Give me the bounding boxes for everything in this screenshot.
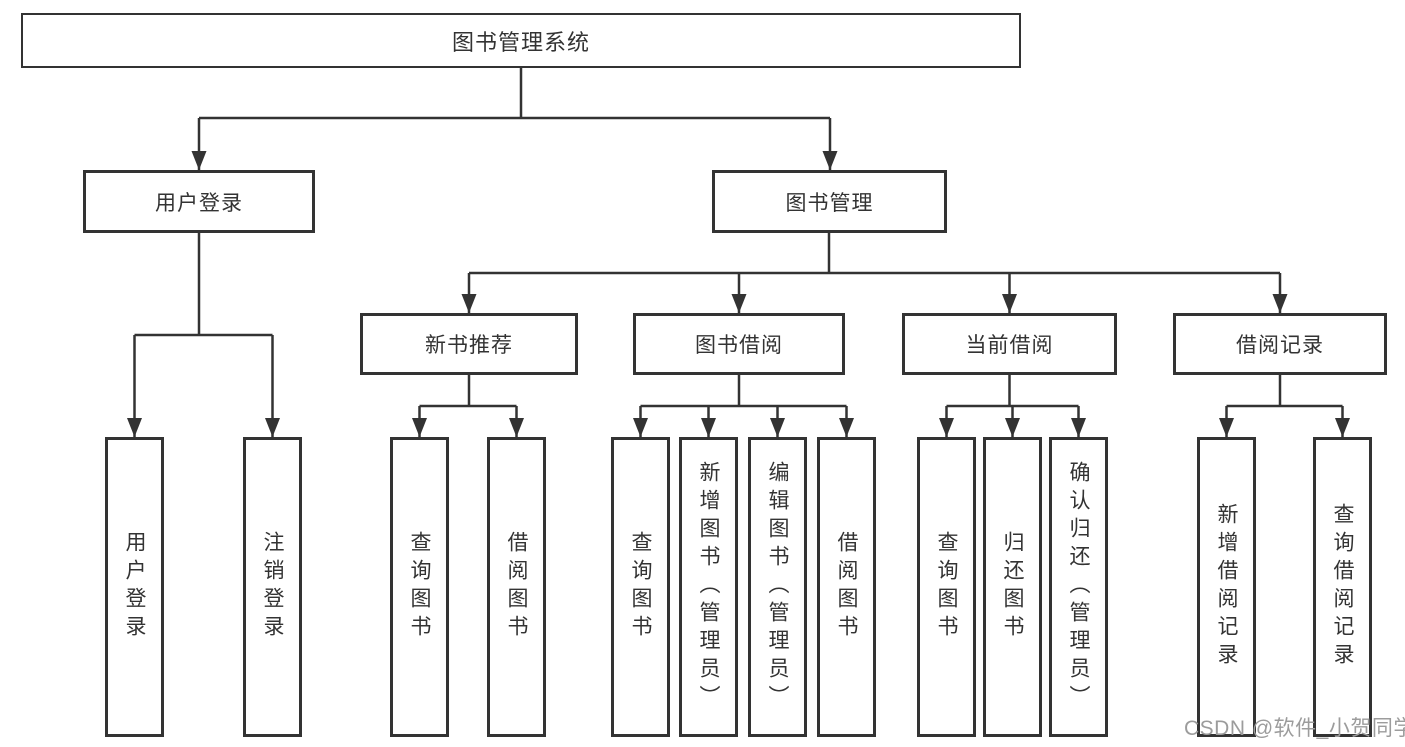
leaf-label: 新增图书（管理员） xyxy=(697,461,721,713)
leaf-label: 注销登录 xyxy=(261,531,285,643)
node-new-book-recommendation: 新书推荐 xyxy=(360,313,578,375)
leaf-query-books-current: 查询图书 xyxy=(917,437,976,737)
leaf-label: 编辑图书（管理员） xyxy=(766,461,790,713)
leaf-label: 用户登录 xyxy=(123,531,147,643)
leaf-label: 借阅图书 xyxy=(835,531,859,643)
node-user-login-branch: 用户登录 xyxy=(83,170,315,233)
node-current-borrowing: 当前借阅 xyxy=(902,313,1117,375)
leaf-label: 查询图书 xyxy=(629,531,653,643)
leaf-add-borrow-record: 新增借阅记录 xyxy=(1197,437,1256,737)
leaf-return-books: 归还图书 xyxy=(983,437,1042,737)
leaf-label: 新增借阅记录 xyxy=(1215,503,1239,671)
leaf-query-borrow-record: 查询借阅记录 xyxy=(1313,437,1372,737)
leaf-logout: 注销登录 xyxy=(243,437,302,737)
leaf-label: 查询图书 xyxy=(408,531,432,643)
leaf-edit-book-admin: 编辑图书（管理员） xyxy=(748,437,807,737)
node-label: 图书管理系统 xyxy=(451,29,590,55)
leaf-confirm-return-admin: 确认归还（管理员） xyxy=(1049,437,1108,737)
csdn-watermark: CSDN @软件_小贺同学 xyxy=(1184,717,1405,740)
node-label: 新书推荐 xyxy=(425,334,513,357)
leaf-user-login: 用户登录 xyxy=(105,437,164,737)
leaf-borrow-books-recommend: 借阅图书 xyxy=(487,437,546,737)
leaf-label: 归还图书 xyxy=(1001,531,1025,643)
leaf-borrow-books: 借阅图书 xyxy=(817,437,876,737)
node-label: 当前借阅 xyxy=(965,334,1054,357)
leaf-label: 借阅图书 xyxy=(505,531,529,643)
node-label: 用户登录 xyxy=(155,191,243,215)
leaf-label: 确认归还（管理员） xyxy=(1067,461,1091,713)
node-label: 借阅记录 xyxy=(1236,334,1324,357)
leaf-label: 查询借阅记录 xyxy=(1331,503,1355,671)
node-book-borrowing: 图书借阅 xyxy=(633,313,845,375)
node-book-management: 图书管理 xyxy=(712,170,947,233)
node-borrowing-records: 借阅记录 xyxy=(1173,313,1387,375)
leaf-add-book-admin: 新增图书（管理员） xyxy=(679,437,738,737)
node-library-management-system: 图书管理系统 xyxy=(21,13,1021,68)
node-label: 图书管理 xyxy=(785,191,874,215)
leaf-query-books-recommend: 查询图书 xyxy=(390,437,449,737)
leaf-label: 查询图书 xyxy=(935,531,959,643)
node-label: 图书借阅 xyxy=(695,334,783,357)
leaf-query-books-borrowing: 查询图书 xyxy=(611,437,670,737)
